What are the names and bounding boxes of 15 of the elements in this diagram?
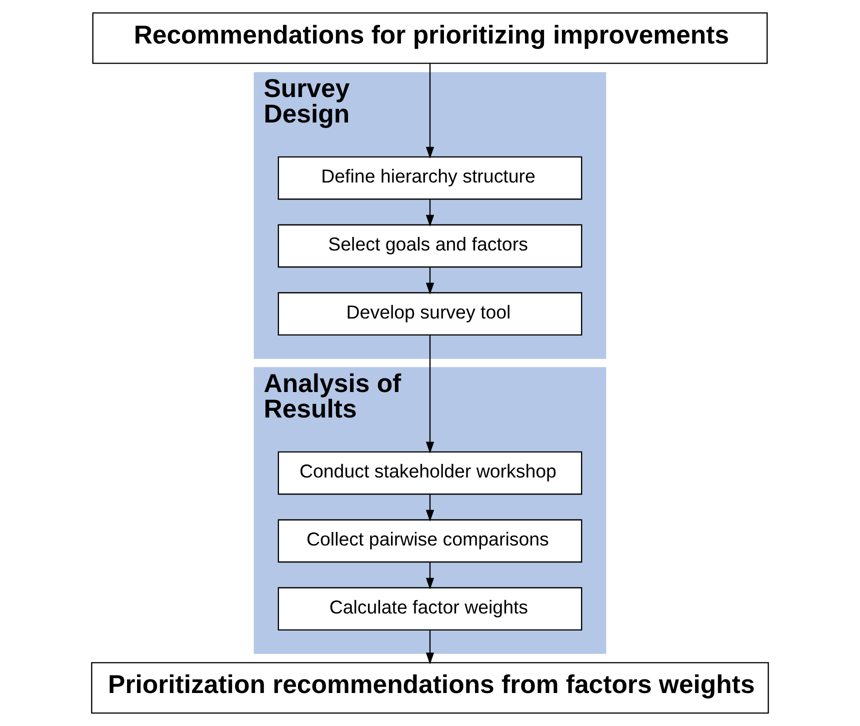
node-box: Define hierarchy structure [278,156,582,200]
arrow [426,494,434,522]
node-box: Recommendations for prioritizing improvements [92,12,768,64]
node-box: Conduct stakeholder workshop [278,451,582,495]
arrow [426,64,434,159]
node-box: Collect pairwise comparisons [278,519,582,563]
node-box: Prioritization recommendations from factors weights [91,662,769,714]
arrow [426,267,434,295]
arrow [426,562,434,590]
arrow [426,630,434,664]
arrow [426,199,434,227]
node-box: Develop survey tool [278,292,582,336]
arrow [426,335,434,454]
node-box: Select goals and factors [278,224,582,268]
node-box: Calculate factor weights [278,587,582,630]
